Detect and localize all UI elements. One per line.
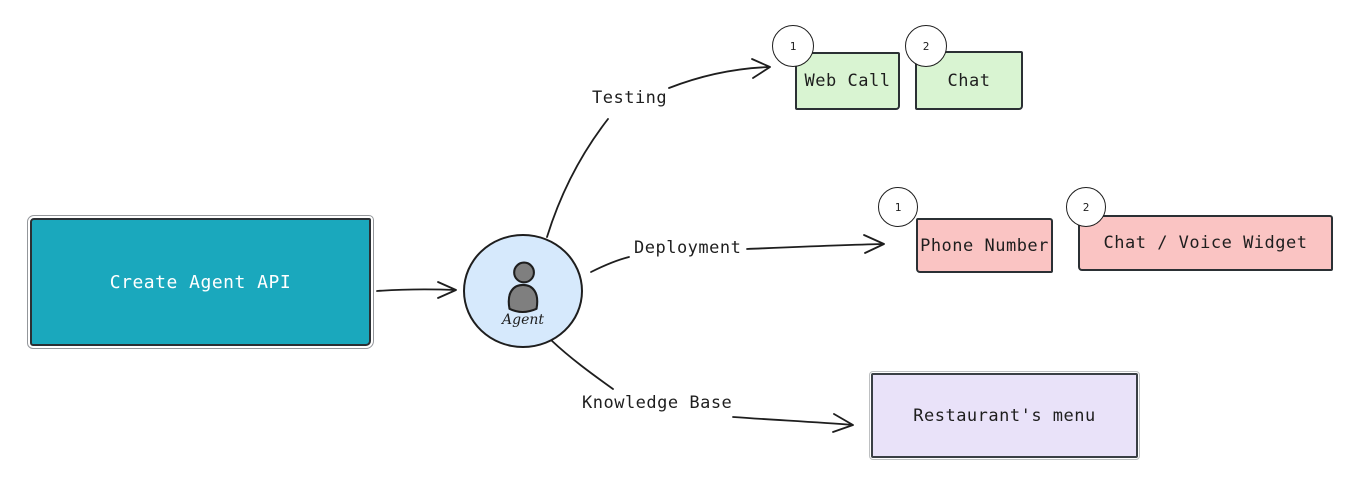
restaurant-menu-label: Restaurant's menu: [913, 405, 1096, 426]
create-agent-api-box: Create Agent API: [27, 215, 374, 349]
chat-voice-widget-step-badge: 2: [1066, 187, 1106, 227]
connector-agent-to-deployment: [590, 256, 630, 273]
web-call-box: Web Call: [795, 52, 900, 110]
arrow-knowledge-to-restaurant: [732, 413, 854, 433]
branch-label-testing: Testing: [592, 88, 668, 108]
phone-number-step-badge: 1: [878, 187, 918, 227]
chat-label: Chat: [947, 70, 991, 91]
person-icon: [507, 261, 539, 313]
chat-voice-widget-label: Chat / Voice Widget: [1103, 233, 1308, 253]
arrow-start-to-agent: [376, 281, 457, 299]
chat-step-badge: 2: [905, 25, 947, 67]
chat-box: Chat: [915, 51, 1023, 110]
agent-node: Agent: [463, 234, 583, 348]
connector-agent-to-testing: [546, 118, 609, 238]
phone-number-label: Phone Number: [920, 235, 1049, 256]
chat-voice-widget-step-number: 2: [1082, 200, 1090, 214]
phone-number-box: Phone Number: [916, 218, 1053, 273]
chat-step-number: 2: [922, 39, 930, 53]
branch-label-deployment: Deployment: [634, 238, 742, 258]
chat-voice-widget-box: Chat / Voice Widget: [1078, 215, 1333, 271]
restaurant-menu-box: Restaurant's menu: [869, 371, 1140, 460]
arrow-testing-to-web-call: [668, 58, 771, 89]
arrow-deployment-to-phone: [746, 234, 885, 254]
web-call-label: Web Call: [804, 71, 891, 91]
branch-label-knowledge-base: Knowledge Base: [582, 393, 733, 413]
phone-number-step-number: 1: [894, 200, 902, 214]
agent-label: Agent: [502, 312, 544, 328]
connector-agent-to-knowledge: [550, 339, 614, 390]
create-agent-api-label: Create Agent API: [109, 271, 292, 293]
web-call-step-badge: 1: [772, 25, 814, 67]
web-call-step-number: 1: [789, 39, 797, 53]
